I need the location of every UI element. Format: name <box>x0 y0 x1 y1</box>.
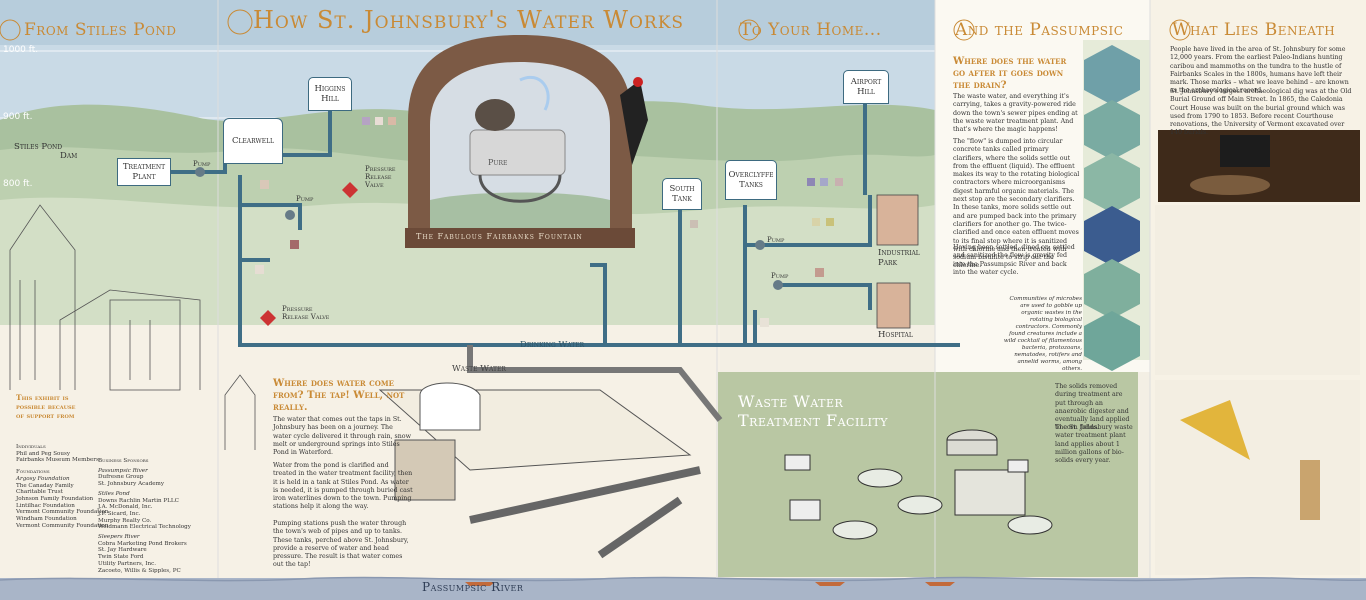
label-drinking-water: Drinking Water <box>520 340 585 350</box>
foundation-7: Vermont Community Foundation <box>16 522 109 529</box>
elevation-900: 900 ft. <box>3 112 33 122</box>
foundation-2: The Canaday Family Charitable Trust <box>16 482 74 496</box>
sleepers-sponsor-5: Zacoeto, Willis & Sipples, PC <box>98 567 181 574</box>
sleepers-sponsor-3: Twin State Ford <box>98 554 144 561</box>
label-prv-1: Pressure Release Valve <box>365 165 396 189</box>
where-from-p3: Pumping stations push the water through … <box>273 520 409 569</box>
beneath-p1: People have lived in the area of St. Joh… <box>1170 46 1349 95</box>
fountain-caption: The Fabulous Fairbanks Fountain <box>416 232 583 241</box>
south-tank: South Tank <box>662 178 702 210</box>
individuals-heading: Individuals <box>16 444 46 450</box>
section-title-passumpsic: And the Passumpsic <box>955 20 1124 40</box>
foundation-4: Lintilhac Foundation <box>16 502 75 509</box>
support-left-column: Individuals Phil and Peg Sousy Fairbanks… <box>16 444 108 529</box>
business-heading: Business Sponsors <box>98 458 149 464</box>
river-label: Passumpsic River <box>422 580 524 594</box>
beneath-p2: St. Johnsbury's largest archaeological d… <box>1170 88 1352 137</box>
stiles-sponsor-2: J.A. McDonald, Inc. <box>98 504 153 511</box>
label-stiles-pond: Stiles Pond <box>14 142 63 152</box>
section-title-beneath: What Lies Beneath <box>1172 20 1336 40</box>
where-go-heading: Where does the water go after it goes do… <box>953 56 1067 91</box>
wwtf-p2: The St. Johnsbury waste water treatment … <box>1055 424 1133 465</box>
label-waste-water: Waste Water <box>452 364 506 374</box>
elevation-1000: 1000 ft. <box>3 45 39 55</box>
passumpsic-sponsor-1: Dufresne Group <box>98 474 144 481</box>
sleepers-sponsor-4: Utility Partners, Inc. <box>98 560 157 567</box>
main-title: How St. Johnsbury's Water Works <box>253 6 685 34</box>
overclyffe-tanks: Overclyffe Tanks <box>725 160 777 200</box>
sleepers-sponsor-1: Cobra Marketing Pond Brokers <box>98 540 187 547</box>
microbe-caption: Communities of microbes are used to gobb… <box>1003 296 1082 372</box>
section-title-from-stiles: From Stiles Pond <box>24 20 177 40</box>
foundation-1: Argosy Foundation <box>16 475 70 482</box>
stiles-sponsor-5: Weidmann Electrical Technology <box>98 524 191 531</box>
stiles-tier-heading: Stiles Pond <box>98 490 130 497</box>
where-from-p1: The water that comes out the taps in St.… <box>273 416 411 457</box>
support-heading: This exhibit is possible because of supp… <box>16 393 76 420</box>
label-hospital: Hospital <box>878 330 913 340</box>
stiles-sponsor-1: Downs Rachlin Martin PLLC <box>98 497 179 504</box>
wwtf-p1: The solids removed during treatment are … <box>1055 383 1130 432</box>
foundations-heading: Foundations <box>16 469 50 476</box>
where-go-p1: The waste water, and everything it's car… <box>953 93 1078 134</box>
sleepers-tier-heading: Sleepers River <box>98 534 140 541</box>
individual-1: Phil and Peg Sousy <box>16 450 71 457</box>
individual-2: Fairbanks Museum Members <box>16 457 99 464</box>
label-industrial-park: Industrial Park <box>878 248 920 268</box>
label-overclyffe: Overclyffe Tanks <box>728 170 774 190</box>
basin-label: Pure <box>488 158 508 167</box>
where-go-p3: Having been settled, dined on, settled a… <box>953 244 1075 276</box>
passumpsic-tier-heading: Passumpsic River <box>98 467 148 474</box>
section-title-to-home: To Your Home... <box>740 20 882 40</box>
foundation-5: Vermont Community Foundation <box>16 509 109 516</box>
label-dam: Dam <box>60 151 78 161</box>
stiles-sponsor-4: Murphy Realty Co. <box>98 517 152 524</box>
label-prv-2: Pressure Release Valve <box>282 305 330 321</box>
passumpsic-sponsor-2: St. Johnsbury Academy <box>98 481 164 488</box>
sleepers-sponsor-2: St. Jay Hardware <box>98 547 147 554</box>
label-clearwell: Clearwell <box>231 136 275 146</box>
label-higgins-hill: Higgins Hill <box>314 84 346 104</box>
support-right-column: Business Sponsors Passumpsic River Dufre… <box>98 458 191 574</box>
foundation-3: Johnson Family Foundation <box>16 495 94 502</box>
where-go-p2: The "flow" is dumped into circular concr… <box>953 138 1080 270</box>
foundation-6: Windham Foundation <box>16 516 77 523</box>
where-from-p2: Water from the pond is clarified and tre… <box>273 462 413 511</box>
label-south-tank: South Tank <box>669 184 695 204</box>
elevation-800: 800 ft. <box>3 179 33 189</box>
label-pump-4: Pump <box>771 272 789 280</box>
label-pump-3: Pump <box>767 236 785 244</box>
wwtf-title: Waste Water Treatment Facility <box>738 392 889 430</box>
airport-hill-tank: Airport Hill <box>843 70 889 104</box>
stiles-sponsor-3: J.P. Sicard, Inc. <box>98 510 141 517</box>
label-treatment-plant: Treatment Plant <box>122 162 166 182</box>
clearwell-tank: Clearwell <box>223 118 283 164</box>
label-pump-1: Pump <box>193 160 211 168</box>
label-pump-2: Pump <box>296 195 314 203</box>
higgins-hill-tank: Higgins Hill <box>308 77 352 111</box>
treatment-plant-box: Treatment Plant <box>117 158 171 186</box>
label-airport-hill: Airport Hill <box>850 77 882 97</box>
where-from-heading: Where does water come from? The tap! Wel… <box>273 378 405 413</box>
